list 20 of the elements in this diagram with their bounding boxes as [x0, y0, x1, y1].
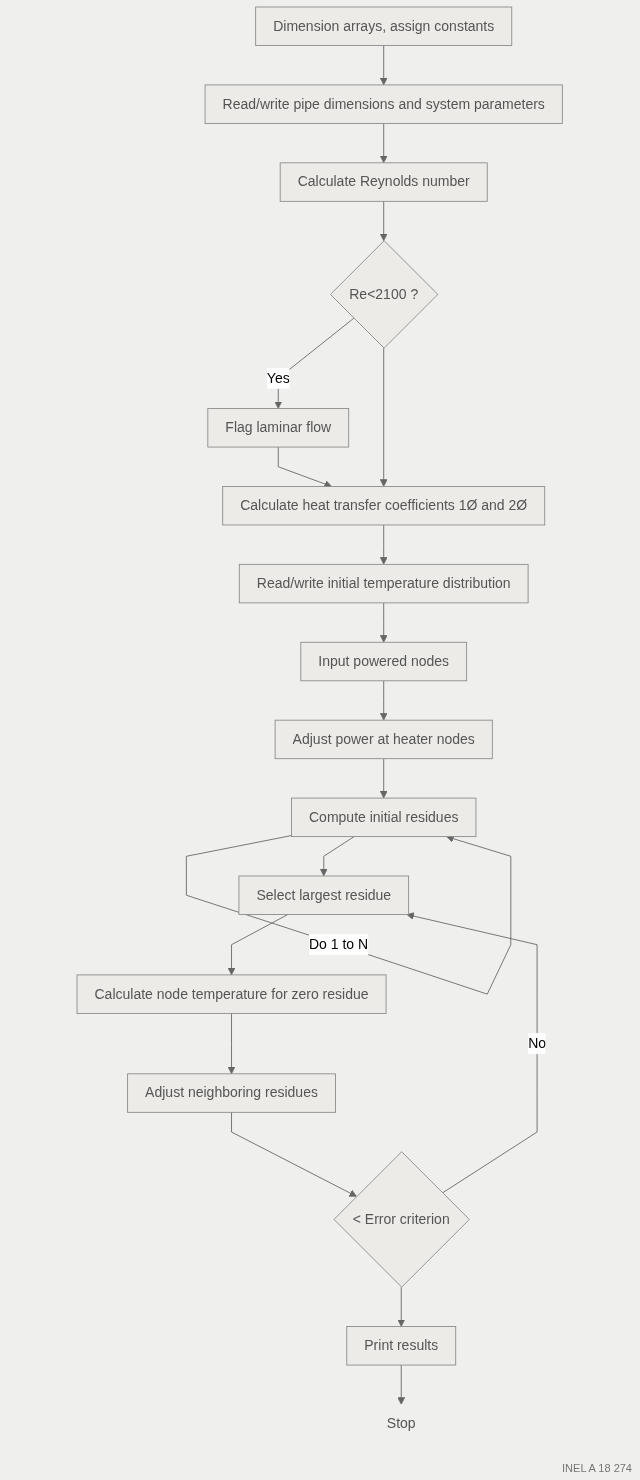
node-box: Calculate heat transfer coefficients 1Ø and 2Ø	[222, 486, 546, 526]
node-box: Flag laminar flow	[207, 408, 350, 448]
node-box: Calculate node temperature for zero residue	[76, 974, 387, 1014]
node-box: Adjust power at heater nodes	[275, 719, 494, 760]
edge-label: Yes	[267, 370, 290, 386]
node-box: Adjust neighboring residues	[127, 1073, 337, 1113]
figure-number: INEL A 18 274	[562, 1462, 632, 1474]
node-box: Dimension arrays, assign constants	[255, 6, 513, 46]
edge-label: No	[528, 1035, 547, 1051]
node-text: Stop	[387, 1415, 416, 1431]
node-box: Read/write pipe dimensions and system parameters	[204, 84, 564, 124]
node-box: Read/write initial temperature distribution	[239, 563, 529, 604]
node-box: Calculate Reynolds number	[280, 162, 488, 202]
edge-label: Do 1 to N	[309, 936, 369, 952]
node-box: Input powered nodes	[300, 641, 468, 682]
node-box: Print results	[346, 1326, 457, 1366]
node-diamond: Re<2100 ?	[330, 240, 439, 349]
node-diamond: < Error criterion	[333, 1151, 471, 1288]
node-box: Compute initial residues	[291, 797, 477, 838]
node-box: Select largest residue	[238, 875, 410, 915]
